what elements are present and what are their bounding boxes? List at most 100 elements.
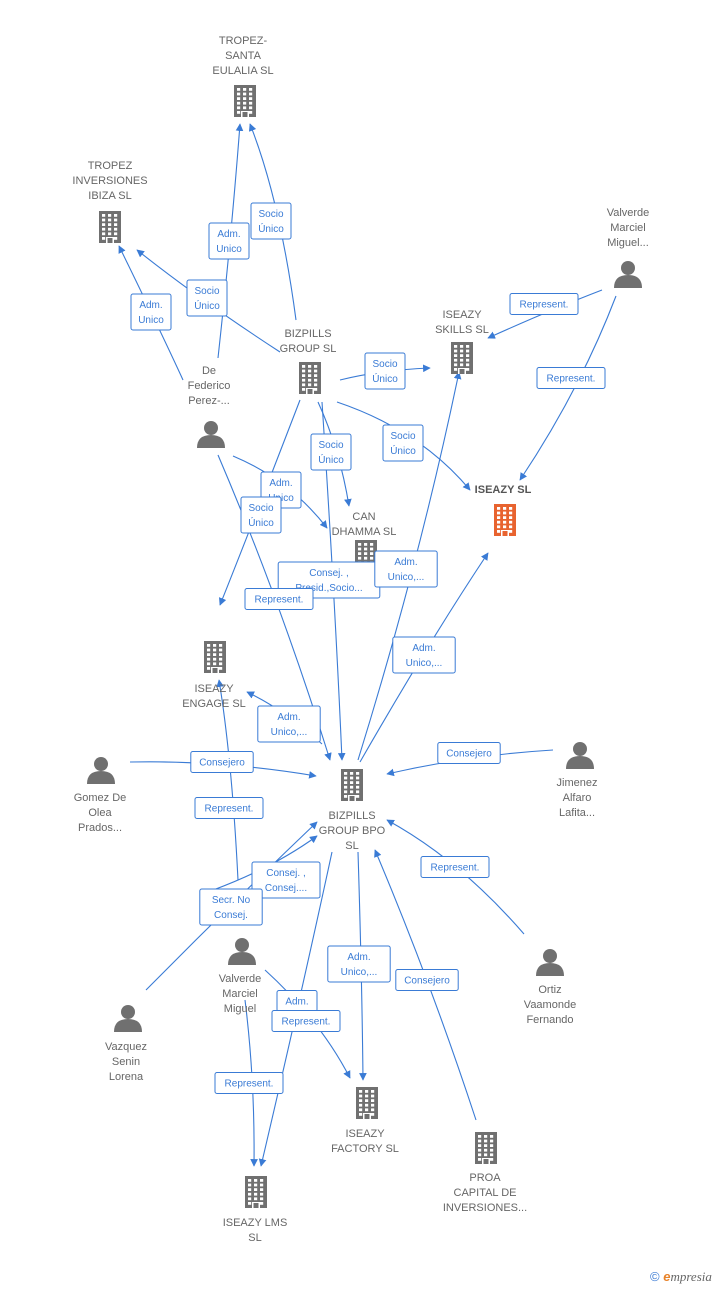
relation-label[interactable]: Consejero — [395, 969, 459, 991]
node-label: Senin — [112, 1056, 140, 1068]
person-icon — [536, 949, 564, 976]
node-label: PROA — [469, 1172, 501, 1184]
relation-label[interactable]: Represent. — [420, 856, 490, 878]
relation-label[interactable]: Adm.Unico,... — [374, 550, 438, 588]
node-label: GROUP BPO — [319, 825, 386, 837]
node-label: Fernando — [526, 1014, 573, 1026]
person-icon — [87, 757, 115, 784]
node-gomez[interactable]: Gomez DeOleaPrados... — [74, 757, 127, 834]
copyright-footer: © empresia — [650, 1269, 712, 1285]
relation-label[interactable]: Represent. — [244, 588, 314, 610]
node-label: BIZPILLS — [328, 810, 375, 822]
relation-label-text: Unico,... — [388, 572, 425, 583]
relation-label-text: Unico,... — [271, 727, 308, 738]
node-label: Federico — [188, 380, 231, 392]
relation-label-text: Socio — [258, 209, 283, 220]
relation-label-text: Socio — [318, 440, 343, 451]
relationship-edge — [216, 679, 239, 881]
building-icon — [356, 1087, 378, 1119]
relation-label-text: Socio — [390, 431, 415, 442]
node-label: CAN — [352, 511, 375, 523]
building-icon — [299, 362, 321, 394]
relation-label-text: Consej. , — [266, 868, 305, 879]
building-icon — [451, 342, 473, 374]
node-label: CAPITAL DE — [454, 1187, 517, 1199]
relation-label-text: Único — [390, 444, 416, 457]
relation-label[interactable]: Consejero — [190, 751, 254, 773]
node-bizpills-group[interactable]: BIZPILLS GROUP SL — [280, 328, 337, 394]
relation-label[interactable]: Represent. — [271, 1010, 341, 1032]
node-label: Marciel — [222, 988, 257, 1000]
node-label: ISEAZY — [442, 309, 482, 321]
node-label: TROPEZ- — [219, 35, 268, 47]
node-label: GROUP SL — [280, 343, 337, 355]
relation-label[interactable]: Adm.Unico,... — [392, 636, 456, 674]
relation-label-text: Consej. , — [309, 568, 348, 579]
relation-label[interactable]: Adm.Unico,... — [257, 705, 321, 743]
node-label: Lafita... — [559, 807, 595, 819]
relation-label-text: Adm. — [412, 643, 435, 654]
person-icon — [614, 261, 642, 288]
relation-label[interactable]: Represent. — [214, 1072, 284, 1094]
relation-label[interactable]: Represent. — [509, 293, 579, 315]
person-icon — [228, 938, 256, 965]
node-label: Valverde — [219, 973, 262, 985]
relation-label-text: Único — [258, 222, 284, 235]
node-iseazy-sl[interactable]: ISEAZY SL — [475, 484, 532, 536]
node-valverde-top[interactable]: ValverdeMarcielMiguel... — [607, 207, 650, 288]
node-de-federico[interactable]: DeFedericoPerez-... — [188, 365, 231, 448]
empresia-logo-text: mpresia — [670, 1269, 712, 1284]
relation-label[interactable]: Adm. — [276, 990, 318, 1012]
building-icon — [341, 769, 363, 801]
node-label: Marciel — [610, 222, 645, 234]
relation-label-text: Único — [318, 453, 344, 466]
node-label: BIZPILLS — [284, 328, 331, 340]
node-label: ISEAZY — [194, 683, 234, 695]
relation-label-text: Adm. — [269, 478, 292, 489]
relation-label-text: Represent. — [255, 595, 304, 606]
relation-label[interactable]: Consej. , Consej.... — [251, 861, 321, 899]
relation-label[interactable]: Consejero — [437, 742, 501, 764]
node-label: DHAMMA SL — [332, 526, 397, 538]
relation-label-text: Unico — [138, 315, 164, 326]
building-icon — [494, 504, 516, 536]
relation-label-text: Adm. — [217, 229, 240, 240]
relation-label-text: Unico,... — [341, 967, 378, 978]
person-icon — [566, 742, 594, 769]
relation-label-text: Único — [372, 372, 398, 385]
relation-label-text: Unico — [216, 244, 242, 255]
relation-label-text: Consej.... — [265, 883, 307, 894]
relation-label[interactable]: Adm.Unico — [130, 293, 172, 331]
relation-label-text: Consejero — [404, 976, 450, 987]
relation-label-text: Represent. — [547, 374, 596, 385]
relation-label[interactable]: Represent. — [194, 797, 264, 819]
node-jimenez[interactable]: JimenezAlfaroLafita... — [557, 742, 598, 819]
relation-label[interactable]: Represent. — [536, 367, 606, 389]
node-label: FACTORY SL — [331, 1143, 399, 1155]
node-label: Ortiz — [538, 984, 561, 996]
node-label: ISEAZY LMS — [223, 1217, 288, 1229]
copyright-symbol: © — [650, 1269, 660, 1284]
node-label: Valverde — [607, 207, 650, 219]
relation-label[interactable]: Adm.Unico,... — [327, 945, 391, 983]
relation-label[interactable]: Adm. Unico — [208, 222, 250, 260]
